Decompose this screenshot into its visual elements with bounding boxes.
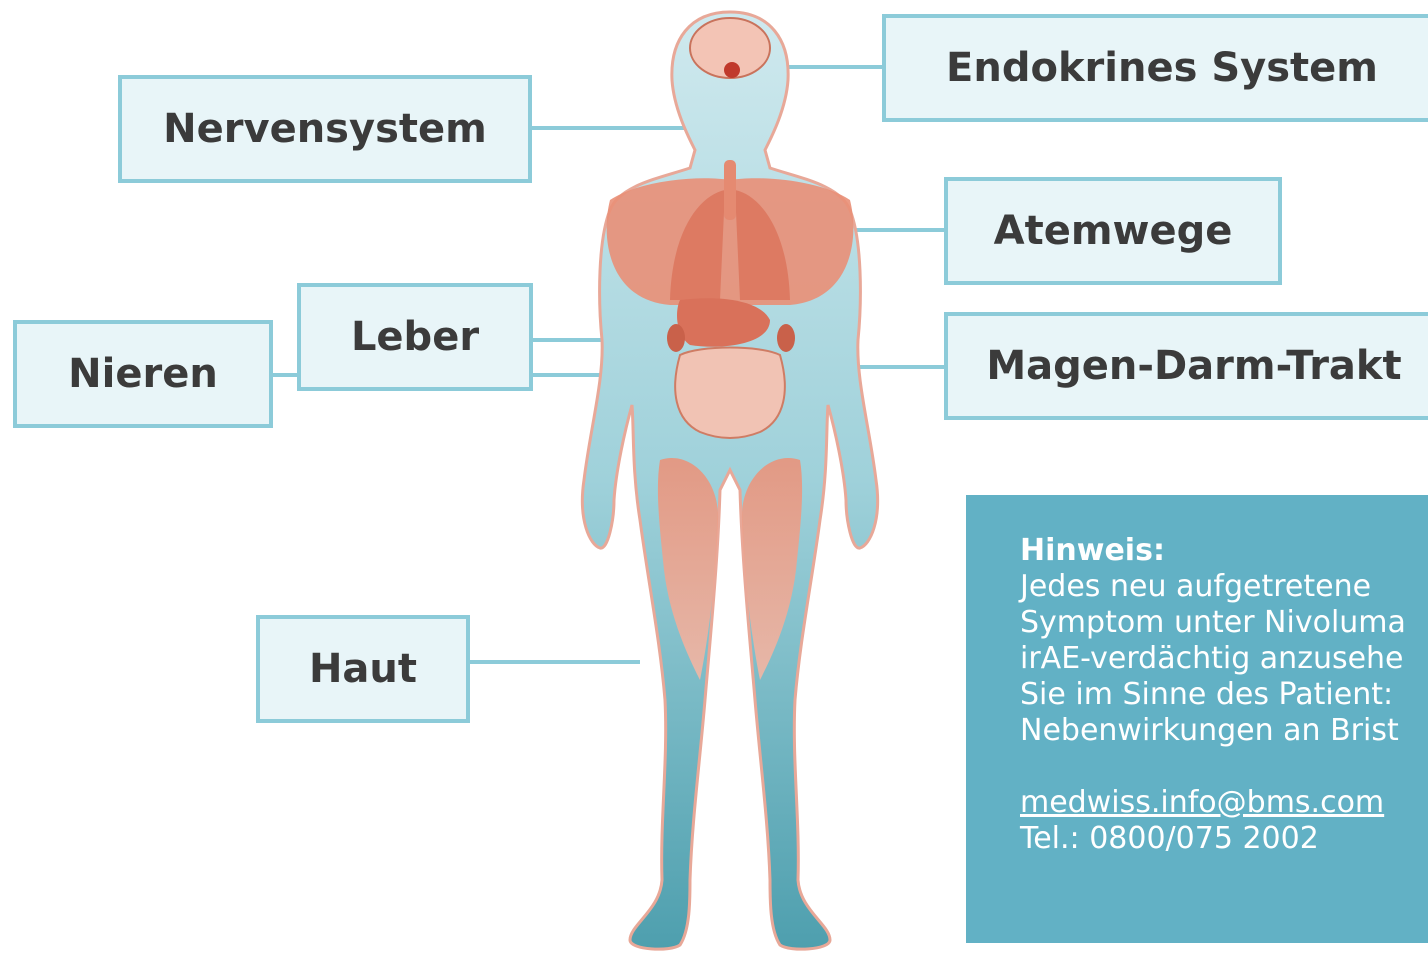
note-line: irAE-verdächtig anzusehe xyxy=(1020,641,1428,677)
body-silhouette xyxy=(582,12,877,949)
note-line: Nebenwirkungen an Brist xyxy=(1020,713,1428,749)
label-magen-darm-trakt: Magen-Darm-Trakt xyxy=(944,312,1428,420)
intestines-icon xyxy=(675,348,785,439)
label-leber: Leber xyxy=(297,283,533,391)
pituitary-gland-icon xyxy=(724,62,740,78)
email-link[interactable]: medwiss.info@bms.com xyxy=(1020,785,1428,821)
note-line: Symptom unter Nivoluma xyxy=(1020,605,1428,641)
label-haut: Haut xyxy=(256,615,470,723)
body-outline xyxy=(582,12,877,949)
phone-number: Tel.: 0800/075 2002 xyxy=(1020,821,1428,857)
label-nervensystem: Nervensystem xyxy=(118,75,532,183)
label-nieren: Nieren xyxy=(13,320,273,428)
kidney-left-icon xyxy=(667,324,685,352)
hinweis-note: Hinweis: Jedes neu aufgetretene Symptom … xyxy=(966,495,1428,943)
label-atemwege: Atemwege xyxy=(944,177,1282,285)
trachea-icon xyxy=(724,160,736,220)
label-endokrines-system: Endokrines System xyxy=(882,14,1428,122)
kidney-right-icon xyxy=(777,324,795,352)
note-heading: Hinweis: xyxy=(1020,533,1428,569)
note-line: Jedes neu aufgetretene xyxy=(1020,569,1428,605)
note-line: Sie im Sinne des Patient: xyxy=(1020,677,1428,713)
